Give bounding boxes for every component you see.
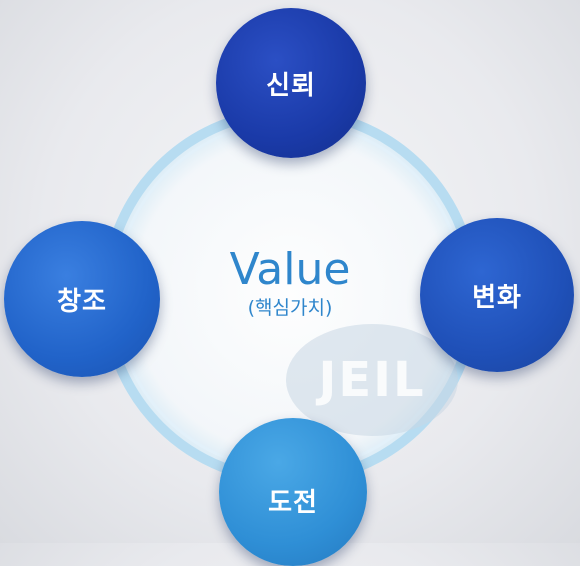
core-values-diagram: JEIL Value (핵심가치) 신뢰 창조 변화 도전	[4, 8, 574, 566]
node-right: 변화	[420, 218, 574, 372]
jeil-logo-text: JEIL	[315, 352, 425, 408]
node-top: 신뢰	[216, 8, 366, 158]
node-top-label: 신뢰	[266, 70, 316, 101]
node-left-label: 창조	[57, 286, 107, 317]
node-left: 창조	[4, 221, 160, 377]
center-title: Value	[229, 244, 351, 295]
center-label: Value (핵심가치)	[190, 244, 390, 320]
node-bottom-label: 도전	[268, 488, 318, 518]
node-right-label: 변화	[472, 282, 522, 313]
center-subtitle: (핵심가치)	[247, 297, 333, 319]
jeil-logo-watermark: JEIL	[286, 324, 458, 436]
node-bottom: 도전	[219, 418, 367, 566]
